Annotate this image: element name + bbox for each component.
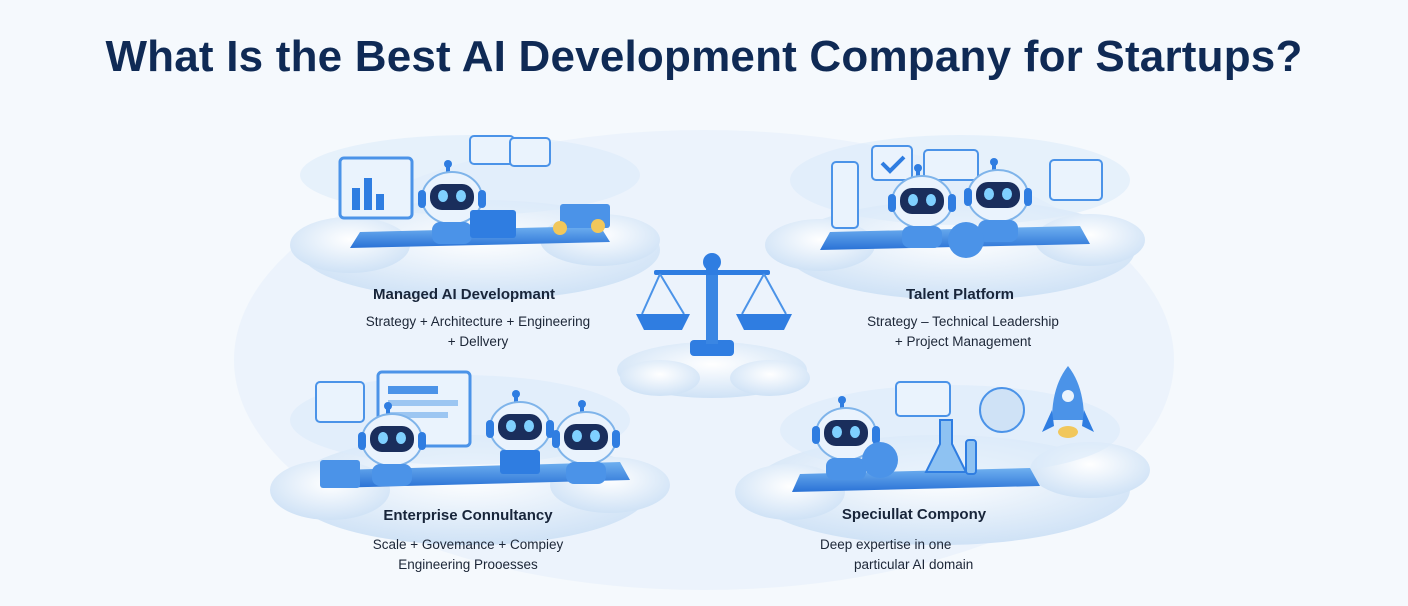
card-desc-talent-platform: Strategy – Technical Leadership + Projec… [867,314,1059,349]
talent-platform-scene [765,135,1145,300]
laptop-icon [470,210,516,238]
rocket-icon [1042,366,1094,438]
card-desc-enterprise: Scale + Govemance + Compiey Engineering … [372,537,564,572]
specialist-scene [735,366,1150,545]
card-title-enterprise: Enterprise Connultancy [383,507,553,524]
card-title-managed-ai: Managed AI Developmant [373,286,555,303]
card-title-talent-platform: Talent Platform [905,286,1015,303]
card-desc-specialist: Deep expertise in one particular AI doma… [820,537,974,572]
scale-balance-icon [617,253,810,398]
globe-icon [948,222,984,258]
enterprise-scene [270,370,670,545]
managed-ai-scene [290,135,660,300]
card-title-specialist: Speciullat Compony [841,506,987,523]
page-title: What Is the Best AI Development Company … [105,32,1303,81]
card-desc-managed-ai: Strategy + Architecture + Engineering + … [365,314,591,349]
